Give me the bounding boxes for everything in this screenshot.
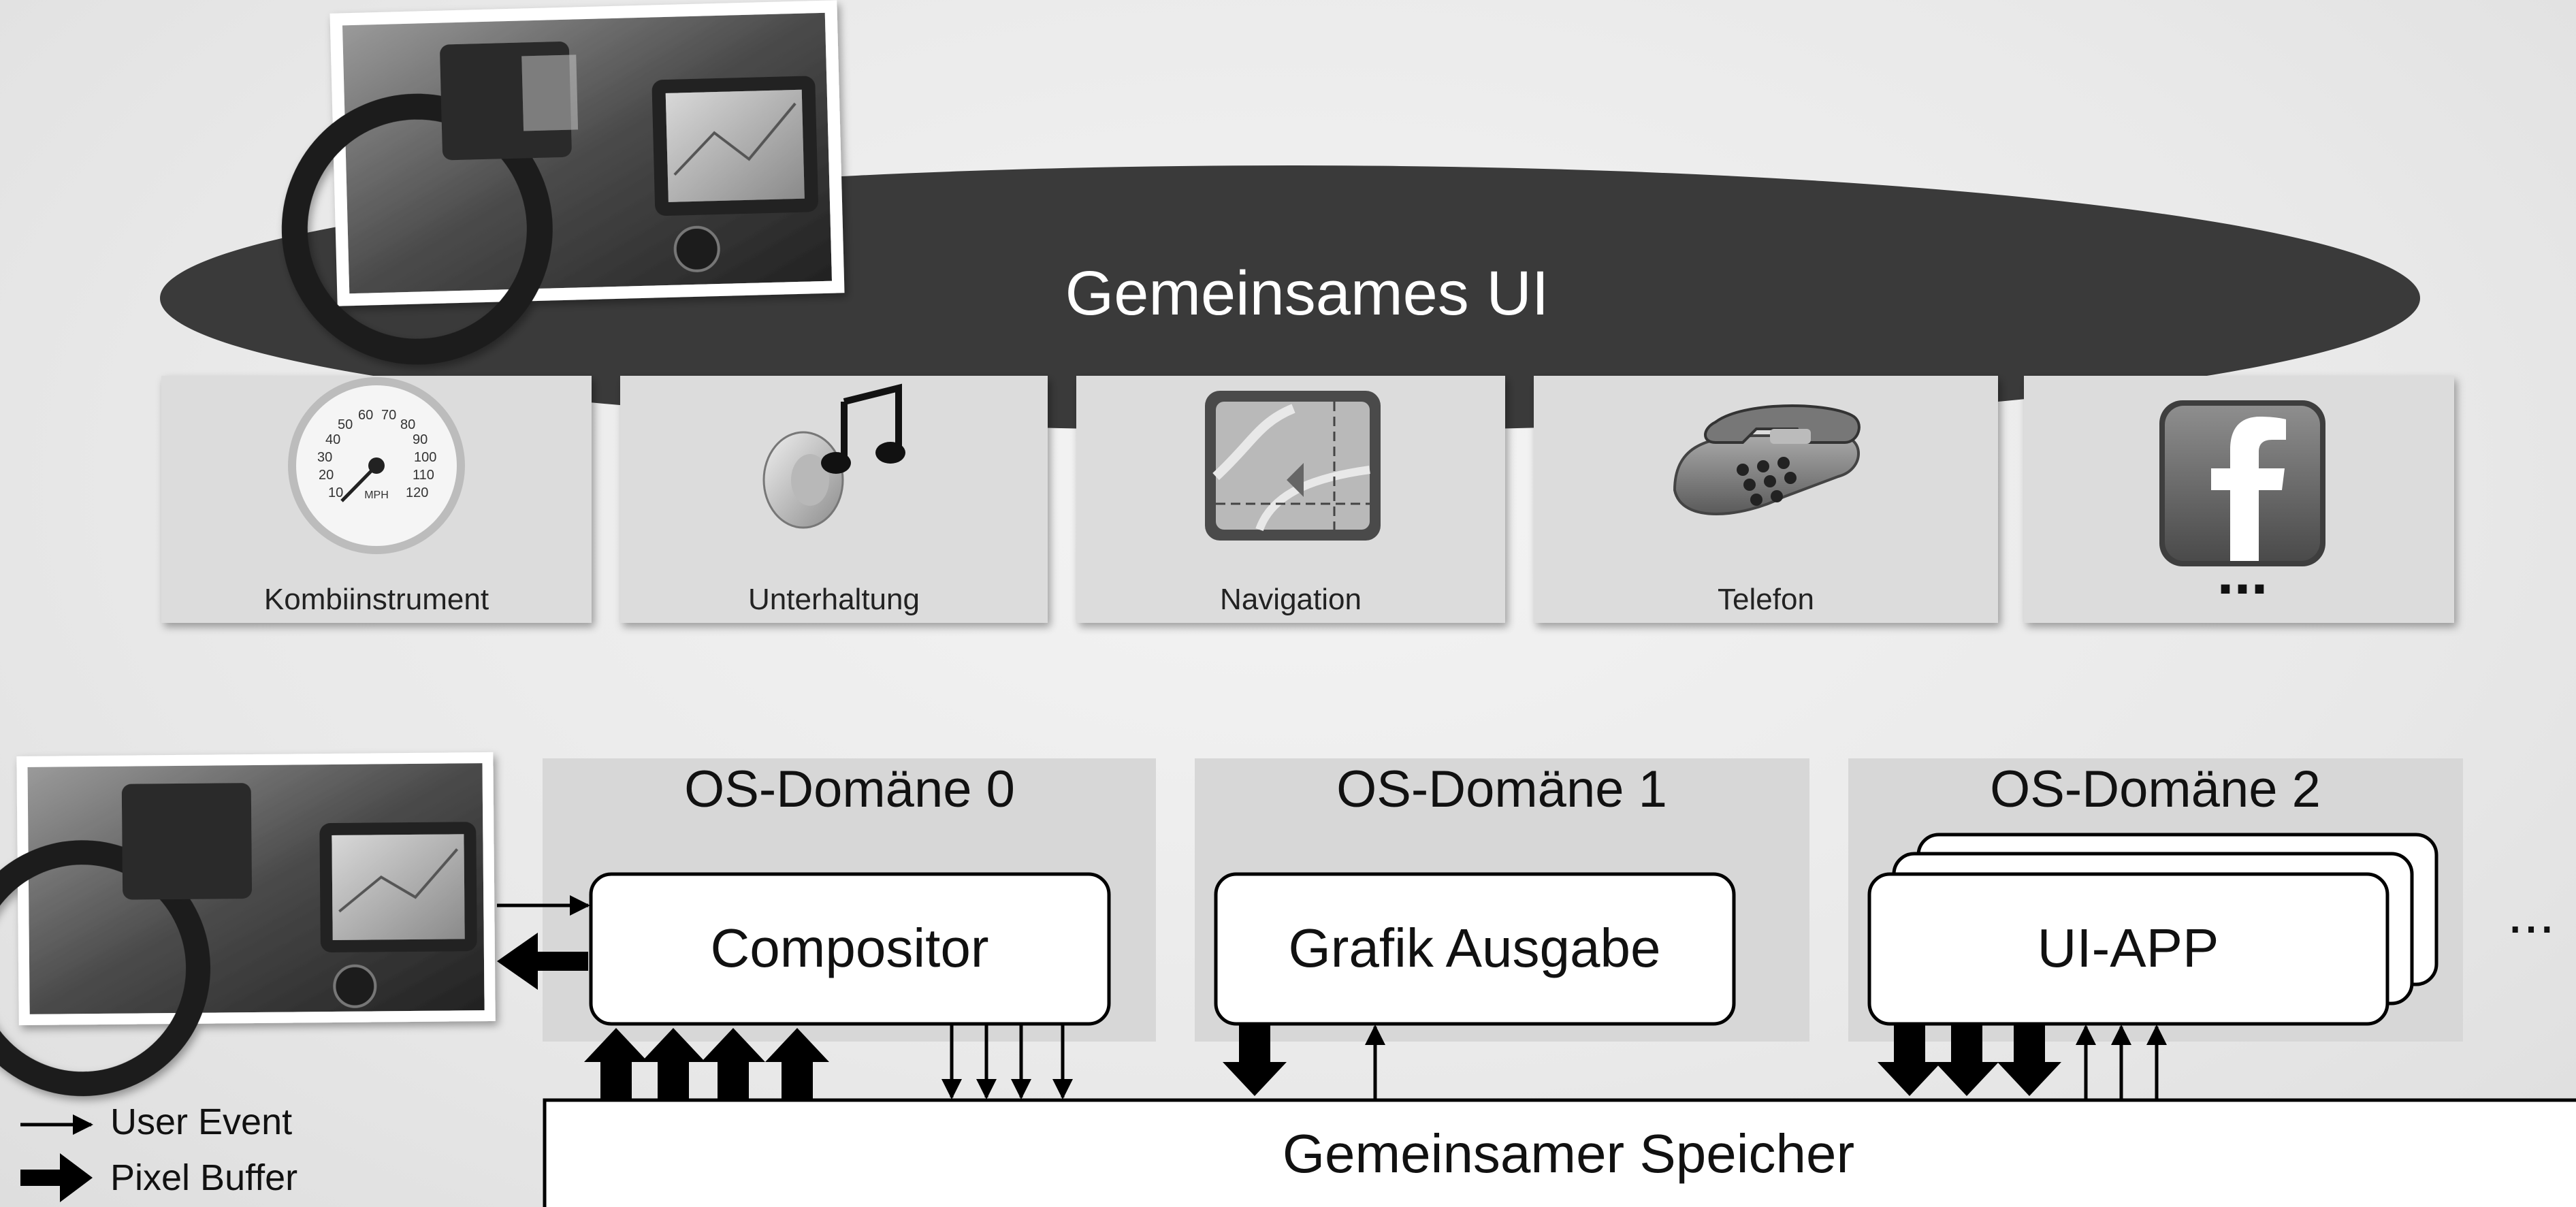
tile-kombiinstrument[interactable]: 10 20 30 40 50 60 70 80 90 100 110 120 M… (161, 376, 592, 623)
os-domain-1-title: OS-Domäne 1 (1336, 760, 1667, 818)
svg-text:50: 50 (338, 417, 353, 432)
ui-app-pixel-buffer-arrows (1878, 1024, 2061, 1096)
svg-text:20: 20 (319, 468, 334, 483)
tile-more-ellipsis: ... (2217, 539, 2268, 607)
os-domain-1: OS-Domäne 1 Grafik Ausgabe (1195, 758, 1809, 1042)
os-domain-2-title: OS-Domäne 2 (1990, 760, 2321, 818)
os-domain-2: OS-Domäne 2 UI-APP (1848, 758, 2463, 1042)
legend-user-event-label: User Event (110, 1101, 292, 1142)
svg-text:60: 60 (358, 408, 373, 423)
grafik-ausgabe-label: Grafik Ausgabe (1289, 918, 1661, 978)
legend-pixel-buffer-icon (20, 1153, 93, 1202)
pixel-buffer-arrow (497, 933, 588, 990)
tile-label-unterhaltung: Unterhaltung (748, 583, 920, 616)
compositor-user-event-arrows (941, 1024, 1073, 1099)
map-icon (1205, 391, 1381, 541)
compositor-pixel-buffer-arrows (584, 1028, 829, 1100)
svg-text:10: 10 (328, 485, 343, 500)
tile-navigation[interactable]: Navigation (1076, 376, 1505, 623)
dashboard-photo-bottom (0, 752, 496, 1097)
svg-text:120: 120 (406, 485, 428, 500)
tile-label-telefon: Telefon (1718, 583, 1814, 616)
svg-text:80: 80 (400, 417, 415, 432)
ui-app-user-event-arrows (2076, 1025, 2167, 1099)
ui-app-box[interactable] (1867, 872, 2389, 1026)
facebook-icon (2159, 400, 2325, 566)
shared-ui-title: Gemeinsames UI (1065, 259, 1549, 328)
svg-text:40: 40 (325, 432, 340, 447)
svg-text:110: 110 (413, 468, 434, 483)
legend-pixel-buffer-label: Pixel Buffer (110, 1157, 297, 1198)
os-domain-0: OS-Domäne 0 Compositor (543, 758, 1156, 1042)
shared-memory-label: Gemeinsamer Speicher (1283, 1123, 1854, 1184)
speedometer-icon: 10 20 30 40 50 60 70 80 90 100 110 120 M… (288, 377, 465, 554)
svg-text:30: 30 (317, 450, 332, 465)
shared-memory[interactable]: Gemeinsamer Speicher (543, 1098, 2576, 1207)
svg-text:70: 70 (381, 408, 396, 423)
svg-text:90: 90 (413, 432, 428, 447)
dashboard-photo-top (281, 0, 845, 365)
tile-label-kombiinstrument: Kombiinstrument (264, 583, 489, 616)
svg-text:100: 100 (414, 450, 436, 465)
ui-app-label: UI-APP (2038, 918, 2219, 978)
compositor-label: Compositor (710, 918, 988, 978)
legend: User Event Pixel Buffer (20, 1101, 297, 1202)
os-domain-0-title: OS-Domäne 0 (684, 760, 1015, 818)
tile-more[interactable]: ... (2024, 376, 2454, 623)
tile-unterhaltung[interactable]: Unterhaltung (620, 376, 1048, 623)
tile-telefon[interactable]: Telefon (1534, 376, 1998, 623)
grafik-pixel-buffer-arrow (1223, 1024, 1287, 1096)
grafik-ausgabe-box[interactable] (1214, 872, 1736, 1026)
telephone-icon (1673, 404, 1861, 515)
tile-label-navigation: Navigation (1220, 583, 1362, 616)
music-speaker-icon (762, 383, 905, 529)
compositor-box[interactable] (589, 872, 1111, 1026)
more-domains-ellipsis: ... (2507, 881, 2555, 945)
app-tiles: 10 20 30 40 50 60 70 80 90 100 110 120 M… (161, 376, 2454, 623)
svg-text:MPH: MPH (364, 489, 389, 501)
